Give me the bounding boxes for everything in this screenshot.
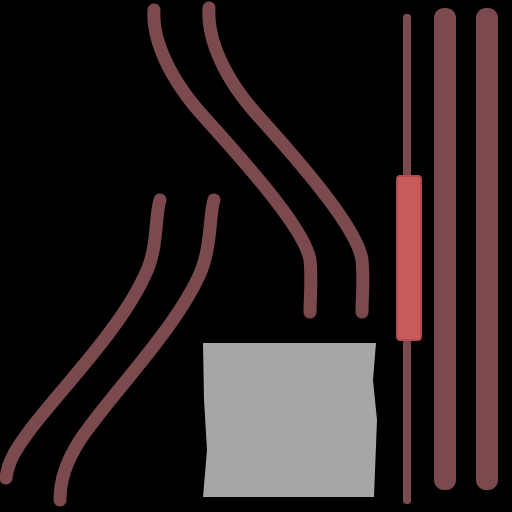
upper-right-strip [202,1,370,319]
gray-swatch [203,343,377,497]
accent-band [396,175,422,341]
upper-left-strip [147,3,318,319]
lower-left-strip [0,193,167,485]
lower-right-strip [53,193,221,507]
right-vertical-strip [476,8,498,490]
middle-vertical-strip [434,8,456,490]
